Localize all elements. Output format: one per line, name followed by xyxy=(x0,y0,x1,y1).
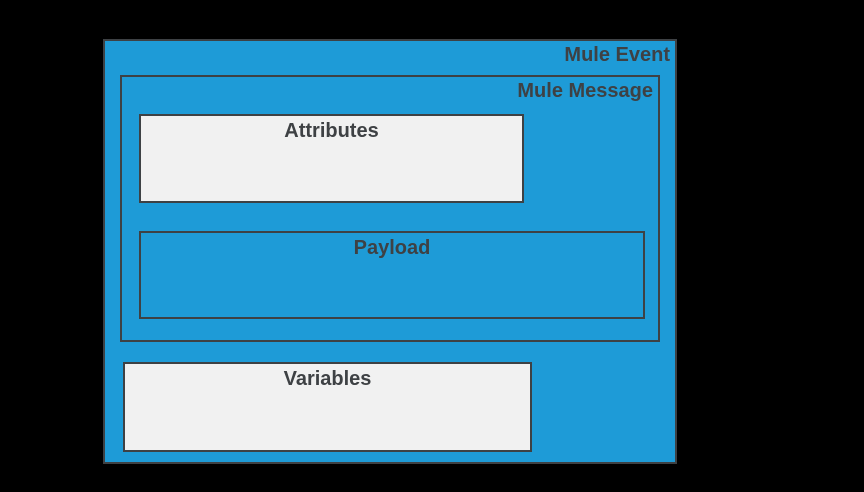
mule-event-box: Mule Event Mule Message Attributes Paylo… xyxy=(103,39,677,464)
mule-message-box: Mule Message Attributes Payload xyxy=(120,75,660,342)
mule-message-label: Mule Message xyxy=(517,80,653,102)
variables-label: Variables xyxy=(283,368,372,390)
attributes-box: Attributes xyxy=(139,114,524,203)
variables-box: Variables xyxy=(123,362,532,452)
payload-box: Payload xyxy=(139,231,645,319)
mule-event-label: Mule Event xyxy=(564,44,670,66)
attributes-label: Attributes xyxy=(284,120,379,142)
payload-label: Payload xyxy=(353,237,431,259)
